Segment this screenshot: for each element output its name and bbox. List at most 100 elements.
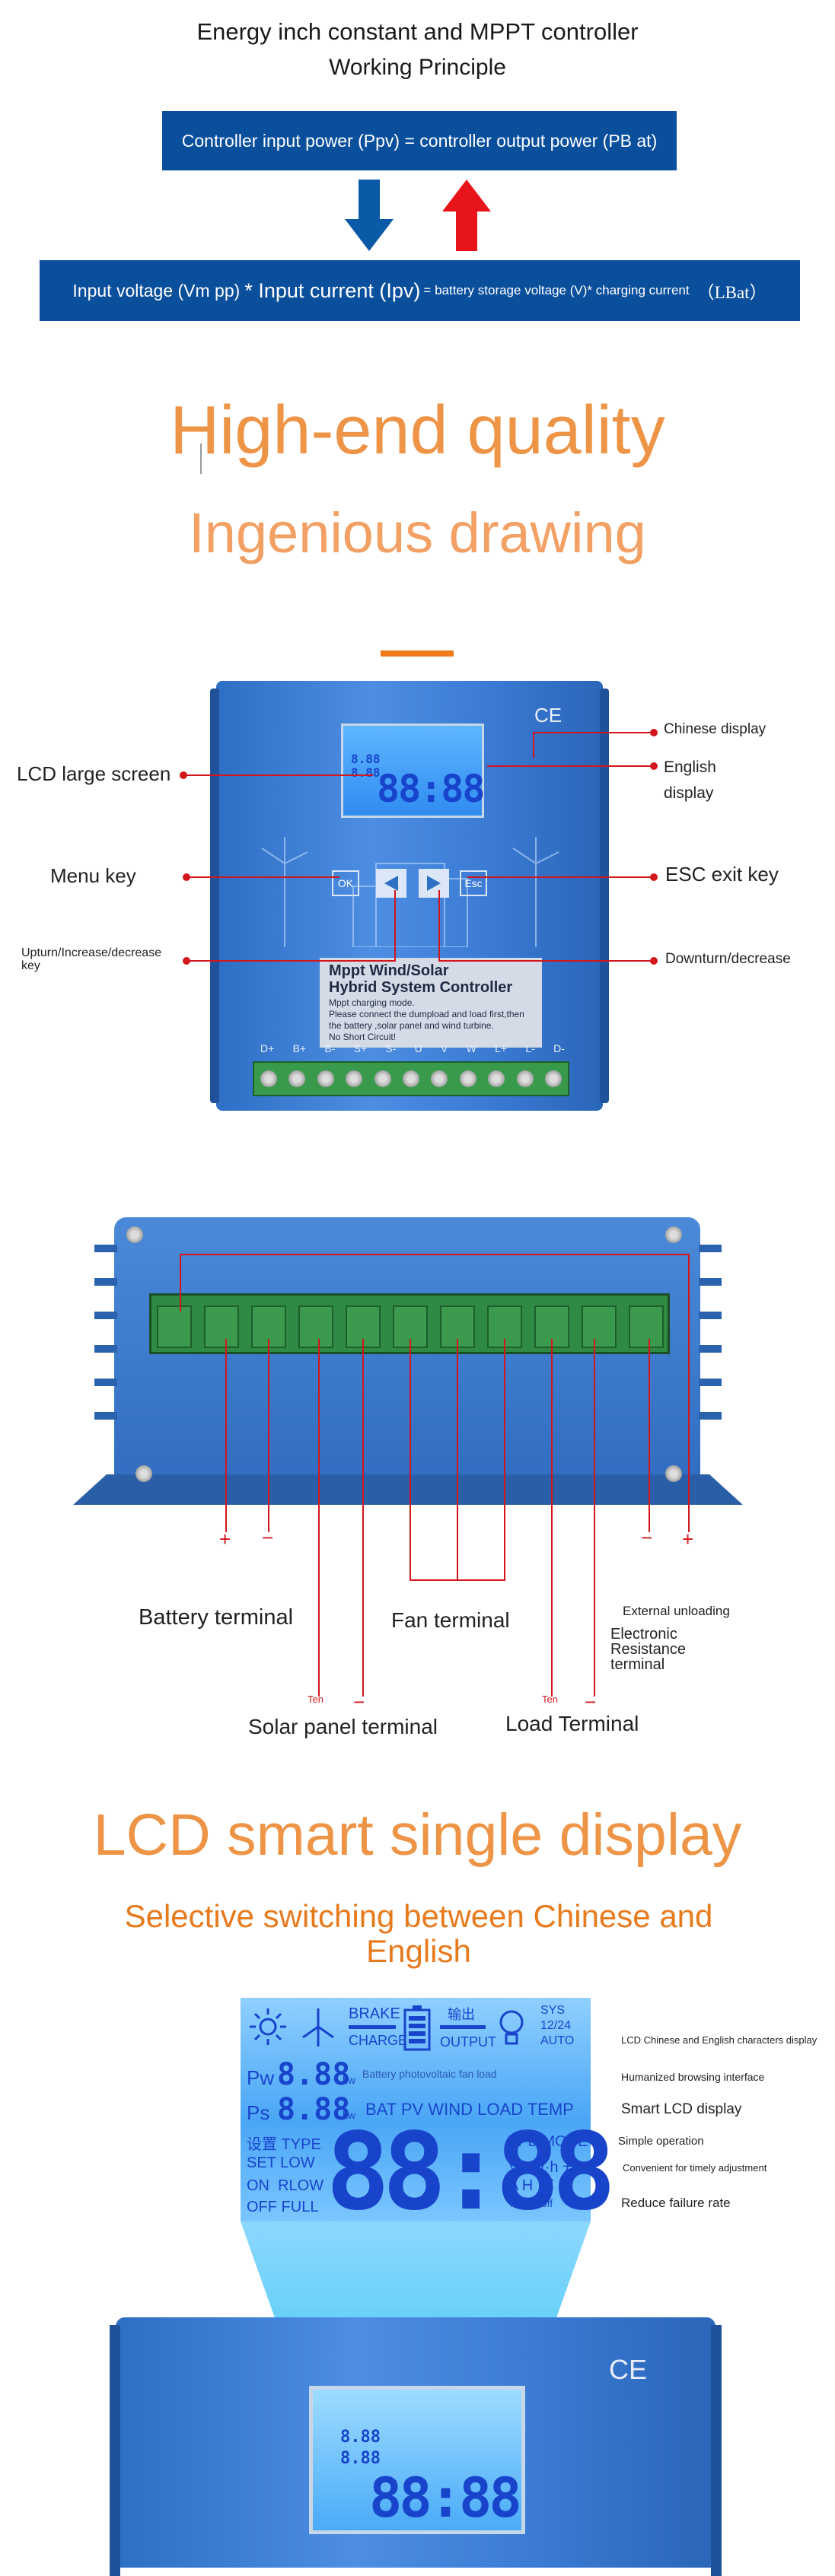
ok-button[interactable]: OK xyxy=(332,870,359,896)
fan-terminal-label: Fan terminal xyxy=(391,1608,510,1632)
screw-icon xyxy=(459,1070,476,1087)
ps-digits: 8.88 xyxy=(277,2092,351,2127)
callout-dot xyxy=(180,771,187,779)
intro-title: Energy inch constant and MPPT controller xyxy=(196,18,639,45)
controller-lcd-ps: 8.88 xyxy=(351,765,381,780)
row1-text: Battery photovoltaic fan load xyxy=(362,2068,497,2080)
callout-line xyxy=(394,890,396,962)
terminal-label-row: D+ B+ B- S+ S- U V W L+ L- D- xyxy=(260,1042,565,1057)
left-button[interactable] xyxy=(376,869,406,898)
esc-button-label: Esc xyxy=(464,877,483,889)
callout-line xyxy=(533,732,653,733)
controller-bottom-front: CE 8.88 8.88 88:88 xyxy=(110,2317,722,2576)
external-minus: − xyxy=(641,1526,653,1549)
terminal-slot xyxy=(298,1305,333,1348)
english-display-label: English display xyxy=(664,758,716,802)
row2-text: BAT PV WIND LOAD TEMP xyxy=(365,2100,574,2119)
lcd-section-subtitle: Selective switching between Chinese and … xyxy=(124,1898,713,1969)
esc-key-label: ESC exit key xyxy=(665,863,779,886)
controller-lcd: 88:88 8.88 8.88 xyxy=(341,724,486,818)
controller-bottom xyxy=(114,1217,700,1500)
plate-title-1: Mppt Wind/Solar xyxy=(329,962,449,979)
ce-mark: CE xyxy=(534,704,563,727)
right-button[interactable] xyxy=(419,869,449,898)
battery-icon xyxy=(403,2005,431,2051)
callout-line xyxy=(533,732,534,758)
callout-line xyxy=(410,1579,505,1581)
units3: %/min off xyxy=(508,2197,553,2209)
heatsink-fin xyxy=(94,1345,117,1353)
mini-lcd-ps: 8.88 xyxy=(340,2449,381,2468)
terminal-label: S+ xyxy=(353,1042,368,1054)
terminal-label: S- xyxy=(385,1042,397,1054)
controller-rail-left xyxy=(110,2325,120,2576)
controller-lcd-pw: 8.88 xyxy=(351,752,381,766)
output-cn-label: 输出 xyxy=(448,2007,475,2022)
screw-icon xyxy=(260,1070,277,1087)
callout-dot xyxy=(650,957,658,965)
front-terminal-bar xyxy=(253,1061,569,1096)
feature-item: Humanized browsing interface xyxy=(621,2071,765,2083)
callout-line xyxy=(438,960,653,962)
off-full: OFF FULL xyxy=(247,2199,319,2215)
wind-icon xyxy=(302,2008,334,2046)
controller-bottom-base xyxy=(73,1474,743,1505)
terminal-label: V xyxy=(441,1042,448,1054)
solar-minus: − xyxy=(353,1690,365,1713)
heatsink-fin xyxy=(94,1245,117,1252)
output-label: OUTPUT xyxy=(440,2034,496,2050)
screw-icon xyxy=(545,1070,563,1087)
controller-rail-left xyxy=(210,689,219,1103)
heatsink-fin xyxy=(699,1312,722,1319)
bulb-icon xyxy=(499,2010,524,2045)
callout-line xyxy=(438,890,440,962)
units2: A H ℃ R xyxy=(508,2177,570,2194)
callout-dot xyxy=(650,729,658,736)
menu-key-label: Menu key xyxy=(50,864,136,887)
callout-line xyxy=(504,1339,505,1581)
solar-terminal-label: Solar panel terminal xyxy=(248,1715,438,1738)
callout-dot xyxy=(183,957,190,965)
accent-bar xyxy=(381,650,454,657)
mini-lcd-digits: 88:88 xyxy=(369,2466,522,2530)
ps-label: Ps xyxy=(247,2101,270,2124)
terminal-slot xyxy=(157,1305,192,1348)
heatsink-fin xyxy=(94,1278,117,1286)
controller-rail-right xyxy=(711,2325,722,2576)
heatsink-fin xyxy=(94,1412,117,1420)
screw-icon xyxy=(431,1070,448,1087)
brake-arrow xyxy=(349,2025,396,2029)
screw-icon xyxy=(374,1070,391,1087)
terminal-label: D+ xyxy=(260,1042,275,1054)
battery-plus: + xyxy=(219,1528,231,1550)
screw-icon xyxy=(665,1465,682,1482)
charge-label: CHARGE xyxy=(349,2033,408,2048)
terminal-slot xyxy=(629,1305,664,1348)
esc-button[interactable]: Esc xyxy=(460,870,487,896)
controller-rail-right xyxy=(600,689,609,1103)
callout-line xyxy=(467,876,653,878)
terminal-label: U xyxy=(414,1042,422,1054)
controller-front: CE 88:88 8.88 8.88 OK Esc Mppt Wind/Sola… xyxy=(210,681,609,1111)
screw-icon xyxy=(288,1070,306,1087)
feature-item: Reduce failure rate xyxy=(621,2196,731,2210)
callout-line xyxy=(180,1254,181,1312)
callout-line xyxy=(688,1254,690,1532)
formula-top-text: Controller input power (Ppv) = controlle… xyxy=(181,130,658,151)
callout-line xyxy=(268,1339,269,1532)
screw-icon xyxy=(346,1070,363,1087)
callout-dot xyxy=(650,873,658,881)
callout-line xyxy=(551,1339,553,1697)
terminal-slot xyxy=(204,1305,239,1348)
electronic-resistance-label: Electronic Resistance terminal xyxy=(610,1626,686,1673)
terminal-strip xyxy=(254,1107,568,1108)
terminal-label: D- xyxy=(553,1042,565,1054)
terminal-slot xyxy=(582,1305,617,1348)
callout-line xyxy=(457,1339,458,1581)
heatsink-fin xyxy=(94,1312,117,1319)
external-plus: + xyxy=(682,1528,694,1550)
callout-line xyxy=(362,1339,364,1697)
callout-line xyxy=(594,1339,595,1697)
callout-dot xyxy=(650,762,658,770)
feature-item: Simple operation xyxy=(618,2135,704,2148)
